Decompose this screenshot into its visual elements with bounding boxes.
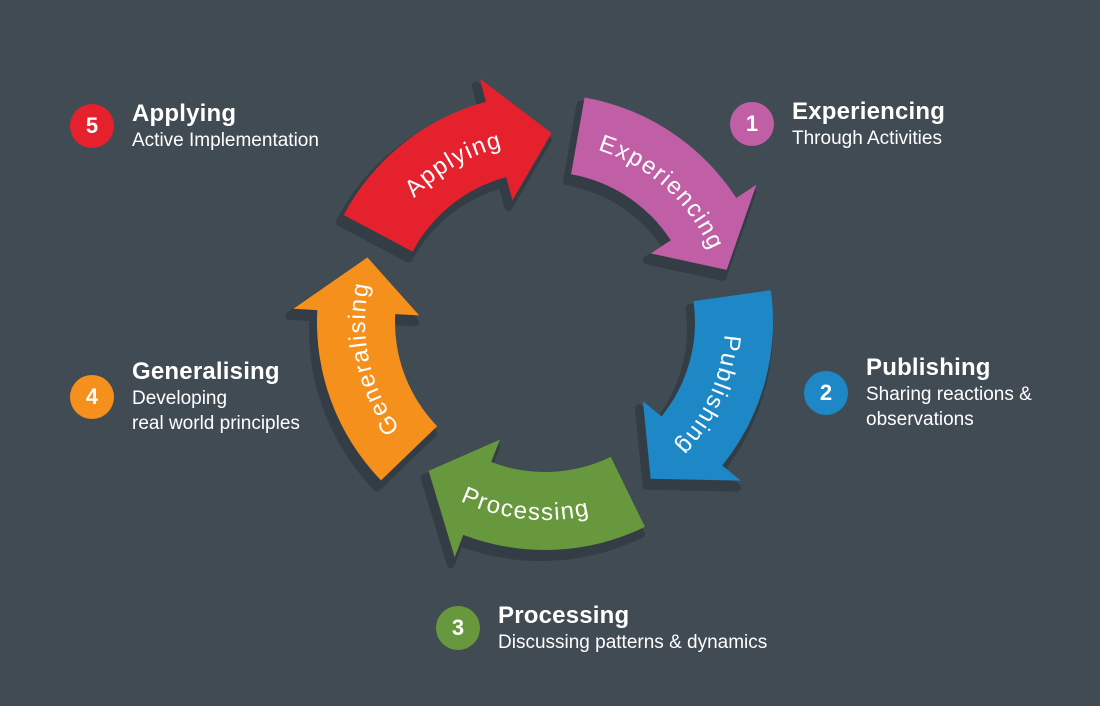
legend-item-processing: 3 Processing Discussing patterns & dynam… bbox=[436, 601, 767, 655]
legend-item-generalising: 4 Generalising Developing real world pri… bbox=[70, 357, 300, 436]
arrow-experiencing bbox=[571, 97, 757, 270]
legend-item-experiencing: 1 Experiencing Through Activities bbox=[730, 97, 945, 151]
arrow-applying bbox=[343, 78, 552, 252]
stage-description: Sharing reactions & observations bbox=[866, 384, 1032, 430]
stage-number-badge: 5 bbox=[70, 104, 114, 148]
stage-number-badge: 1 bbox=[730, 102, 774, 146]
stage-title: Processing bbox=[498, 602, 630, 629]
arrow-generalising bbox=[293, 257, 438, 481]
legend-item-publishing: 2 Publishing Sharing reactions & observa… bbox=[804, 353, 1032, 432]
stage-title: Publishing bbox=[866, 354, 991, 381]
legend-item-applying: 5 Applying Active Implementation bbox=[70, 99, 319, 153]
stage-number-badge: 4 bbox=[70, 374, 114, 419]
arrow-publishing bbox=[642, 290, 773, 481]
stage-number-badge: 2 bbox=[804, 370, 848, 415]
arrow-processing bbox=[428, 439, 645, 558]
stage-description: Developing real world principles bbox=[132, 388, 300, 434]
stage-title: Experiencing bbox=[792, 98, 946, 125]
stage-title: Generalising bbox=[132, 358, 280, 385]
stage-description: Discussing patterns & dynamics bbox=[498, 632, 768, 653]
stage-number-badge: 3 bbox=[436, 606, 480, 650]
wheel-arrow-layer bbox=[293, 78, 773, 558]
stage-description: Active Implementation bbox=[132, 130, 319, 151]
stage-title: Applying bbox=[132, 100, 237, 127]
stage-description: Through Activities bbox=[792, 128, 942, 149]
